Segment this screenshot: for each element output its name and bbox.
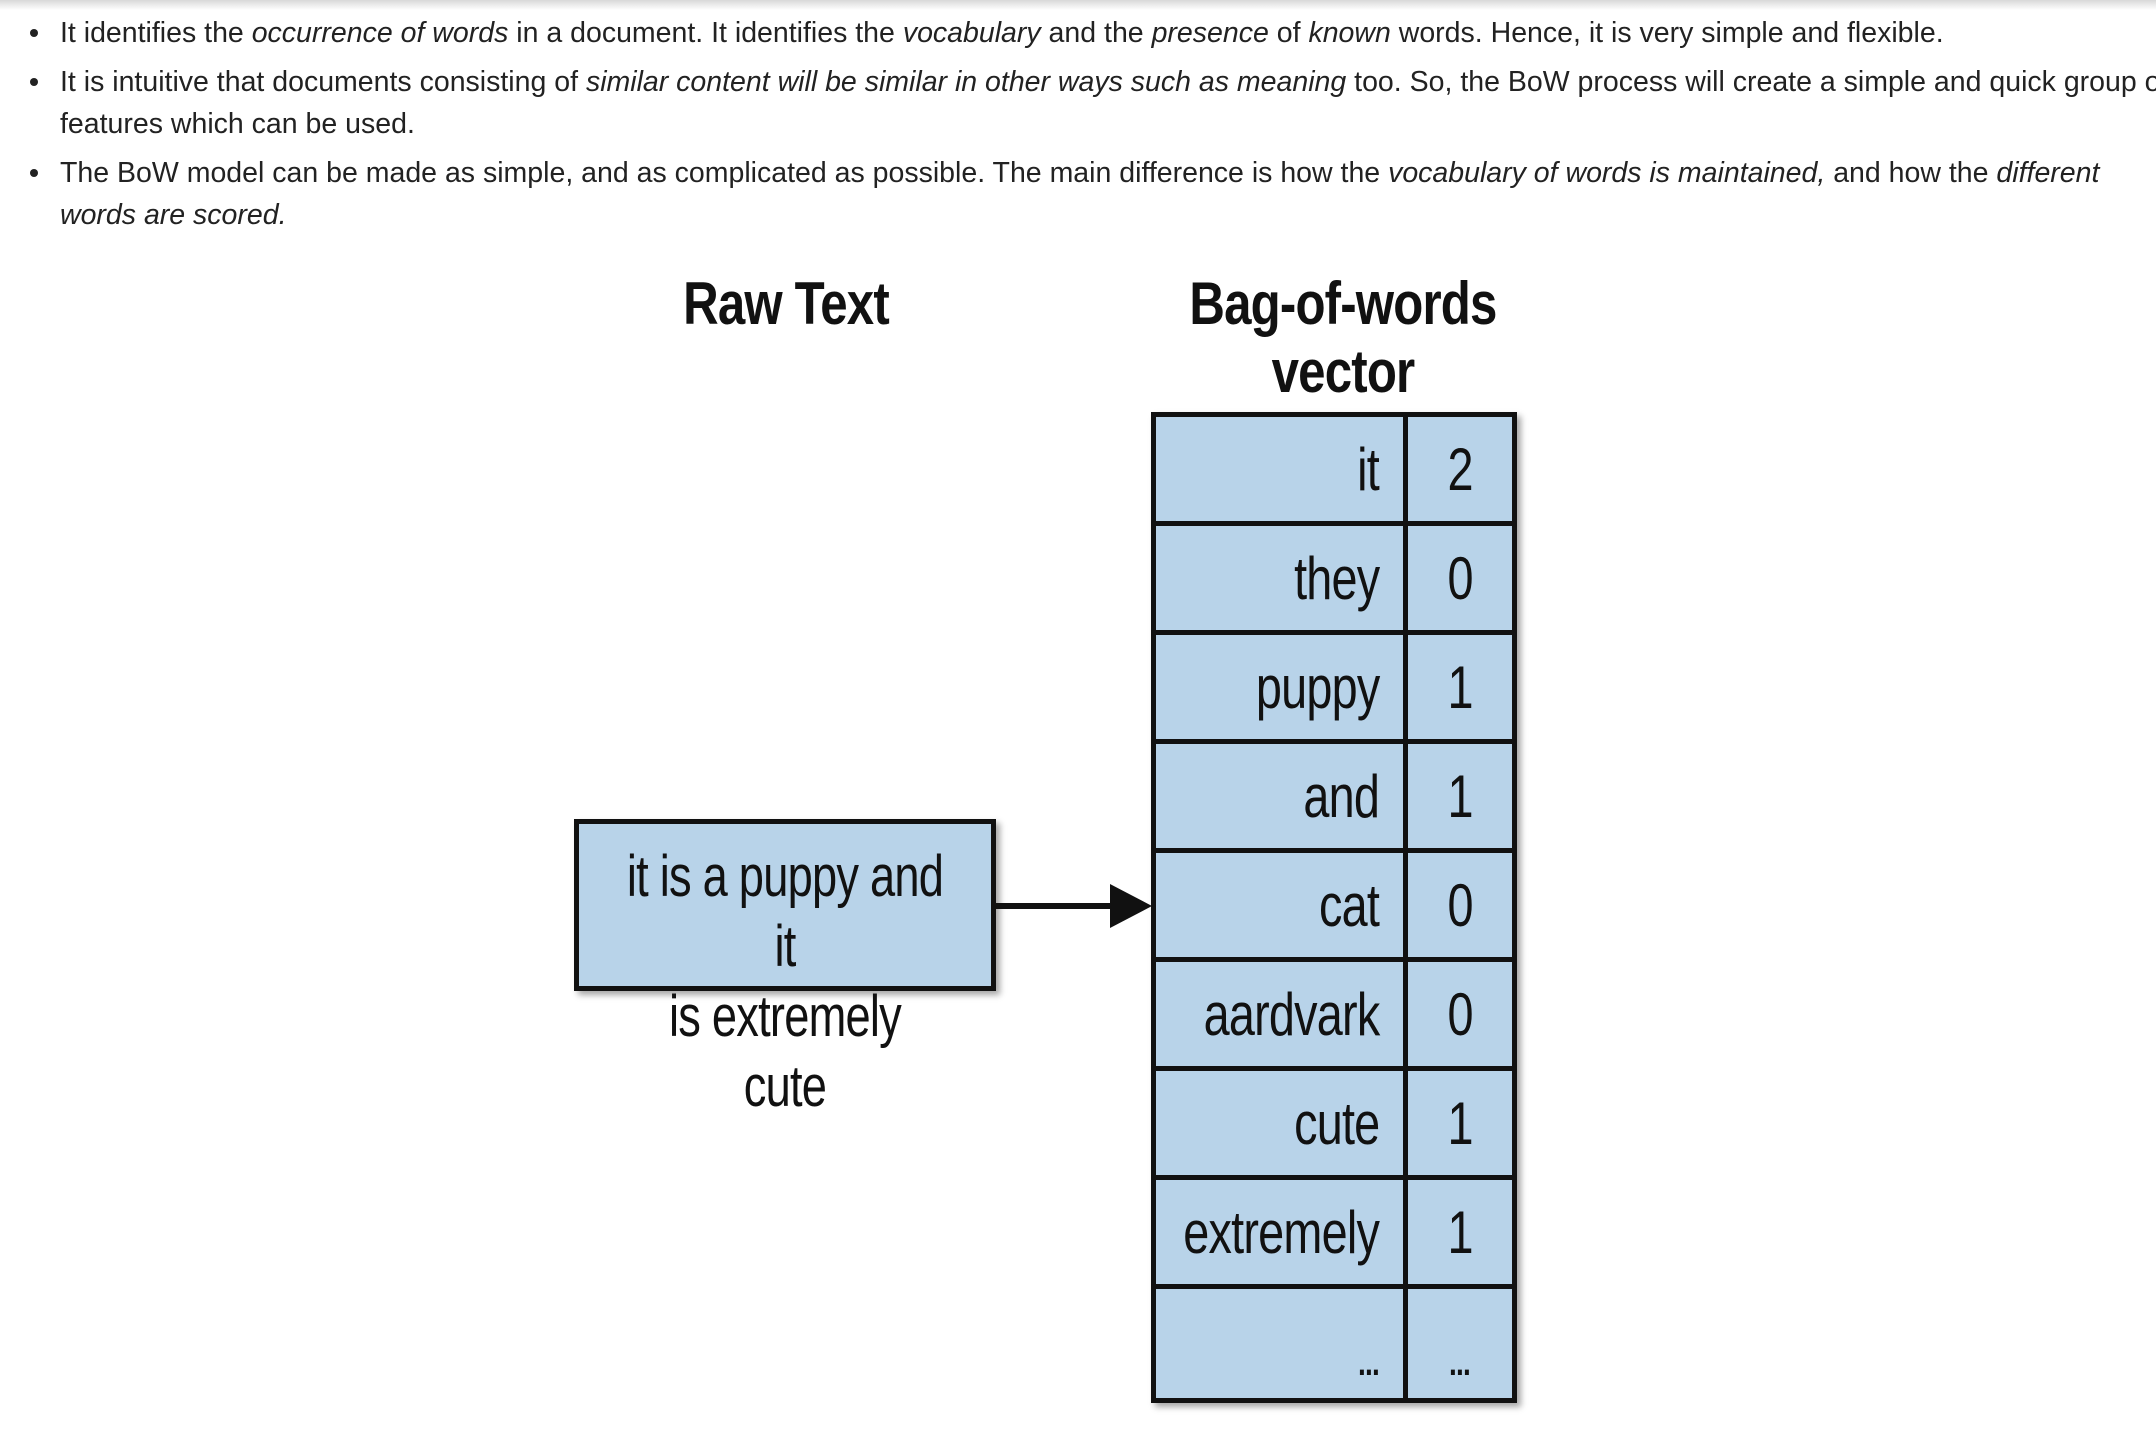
- vector-count: 1: [1447, 1198, 1473, 1266]
- vector-count-cell: 1: [1408, 635, 1512, 739]
- text-segment: The BoW model can be made as simple, and…: [60, 157, 1389, 189]
- vector-count: ...: [1449, 1342, 1471, 1383]
- bag-of-words-title-line2: vector: [1271, 338, 1416, 405]
- vector-word: puppy: [1255, 653, 1379, 721]
- vector-count-cell: 0: [1408, 962, 1512, 1066]
- bullet-text: The BoW model can be made as simple, and…: [60, 157, 2099, 231]
- vector-count: 1: [1447, 1089, 1473, 1157]
- top-shadow: [0, 0, 2156, 10]
- vector-count-cell: 0: [1408, 853, 1512, 957]
- text-segment: It identifies the: [60, 17, 252, 49]
- vector-word: cat: [1318, 871, 1380, 939]
- vector-row: puppy 1: [1156, 635, 1512, 744]
- vector-row: cute 1: [1156, 1071, 1512, 1180]
- text-segment: of: [1268, 17, 1309, 49]
- text-segment: words. Hence, it is very simple and flex…: [1390, 17, 1944, 49]
- vector-row: cat 0: [1156, 853, 1512, 962]
- vector-count-cell: 1: [1408, 1071, 1512, 1175]
- vector-word: ...: [1357, 1342, 1380, 1383]
- arrow-shaft: [996, 903, 1114, 909]
- vector-count-cell: 2: [1408, 417, 1512, 521]
- vector-word-cell: puppy: [1156, 635, 1408, 739]
- italic-phrase: vocabulary of words is maintained,: [1388, 157, 1826, 189]
- vector-count-cell: 1: [1408, 744, 1512, 848]
- bullet-text: It is intuitive that documents consistin…: [60, 66, 2156, 140]
- italic-phrase: vocabulary: [902, 17, 1041, 49]
- bag-of-words-title-line1: Bag-of-words: [1189, 270, 1497, 337]
- vector-word-cell: ...: [1156, 1289, 1408, 1398]
- raw-text-content: it is a puppy and it is extremely cute: [624, 842, 945, 1122]
- vector-word-cell: aardvark: [1156, 962, 1408, 1066]
- italic-phrase: similar content will be similar in other…: [585, 66, 1347, 98]
- vector-row: extremely 1: [1156, 1180, 1512, 1289]
- vector-word-cell: cute: [1156, 1071, 1408, 1175]
- text-segment: too. So, the BoW process will create a s…: [60, 66, 2156, 140]
- vector-word: they: [1293, 544, 1380, 612]
- bullet-dot: [30, 169, 38, 177]
- vector-count-cell: ...: [1408, 1289, 1512, 1398]
- raw-text-title-label: Raw Text: [683, 270, 890, 337]
- italic-phrase: occurrence of words: [251, 17, 509, 49]
- bag-of-words-title: Bag-of-words vector: [1179, 270, 1507, 406]
- raw-text-line2: is extremely cute: [669, 984, 902, 1119]
- vector-word: cute: [1293, 1089, 1380, 1157]
- bullet-dot: [30, 78, 38, 86]
- text-segment: It is intuitive that documents consistin…: [60, 66, 586, 98]
- bullet-text: It identifies the occurrence of words in…: [60, 17, 1944, 49]
- raw-text-box: it is a puppy and it is extremely cute: [574, 819, 996, 1119]
- bullet-item-2: It is intuitive that documents consistin…: [30, 61, 2156, 145]
- raw-text-title: Raw Text: [622, 270, 950, 338]
- vector-count: 2: [1447, 435, 1473, 503]
- text-segment: and how the: [1825, 157, 1997, 189]
- vector-row: it 2: [1156, 417, 1512, 526]
- italic-phrase: known: [1308, 17, 1391, 49]
- vector-word: extremely: [1183, 1198, 1380, 1266]
- text-segment: and the: [1040, 17, 1152, 49]
- vector-row: ......: [1156, 1289, 1512, 1398]
- bullet-list: It identifies the occurrence of words in…: [0, 12, 2156, 243]
- vector-word: aardvark: [1203, 980, 1380, 1048]
- vector-count: 0: [1447, 544, 1473, 612]
- vector-count: 1: [1447, 762, 1473, 830]
- vector-word-cell: cat: [1156, 853, 1408, 957]
- vector-row: and 1: [1156, 744, 1512, 853]
- vector-count-cell: 0: [1408, 526, 1512, 630]
- bullet-dot: [30, 29, 38, 37]
- vector-word-cell: they: [1156, 526, 1408, 630]
- bullet-item-1: It identifies the occurrence of words in…: [30, 12, 2156, 54]
- text-segment: in a document. It identifies the: [508, 17, 903, 49]
- italic-phrase: presence: [1151, 17, 1269, 49]
- vector-count: 0: [1447, 980, 1473, 1048]
- vector-word-cell: it: [1156, 417, 1408, 521]
- vector-row: aardvark 0: [1156, 962, 1512, 1071]
- vector-word-cell: and: [1156, 744, 1408, 848]
- italic-phrase: different words are scored.: [60, 157, 2100, 231]
- vector-count: 0: [1447, 871, 1473, 939]
- vector-word-cell: extremely: [1156, 1180, 1408, 1284]
- vector-word: and: [1303, 762, 1380, 830]
- vector-row: they 0: [1156, 526, 1512, 635]
- vector-word: it: [1357, 435, 1380, 503]
- arrow-head-icon: [1110, 884, 1152, 928]
- vector-count-cell: 1: [1408, 1180, 1512, 1284]
- vector-count: 1: [1447, 653, 1473, 721]
- raw-text-line1: it is a puppy and it: [626, 844, 944, 979]
- bullet-item-3: The BoW model can be made as simple, and…: [30, 152, 2156, 236]
